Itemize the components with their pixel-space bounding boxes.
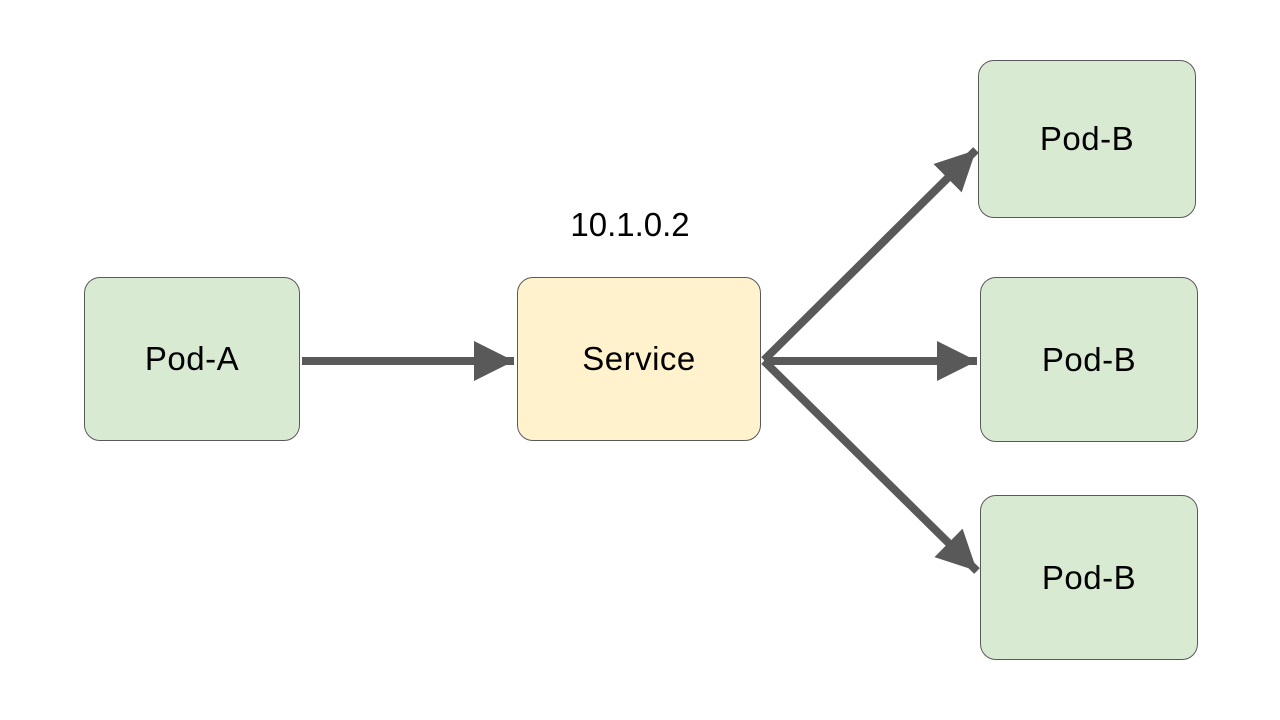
edge-service-to-pod-b-bottom xyxy=(761,358,980,574)
node-pod-b-top: Pod-B xyxy=(978,60,1196,218)
node-pod-a: Pod-A xyxy=(84,277,300,441)
node-pod-b-bottom: Pod-B xyxy=(980,495,1198,660)
node-pod-b-top-label: Pod-B xyxy=(1039,120,1135,157)
node-service: Service xyxy=(517,277,761,441)
service-ip-label: 10.1.0.2 xyxy=(570,206,690,243)
node-service-label: Service xyxy=(582,340,696,377)
node-pod-a-label: Pod-A xyxy=(144,340,240,377)
node-pod-b-middle-label: Pod-B xyxy=(1041,340,1137,378)
node-pod-b-middle: Pod-B xyxy=(980,277,1198,442)
edge-service-to-pod-b-top xyxy=(761,147,979,363)
node-pod-b-bottom-label: Pod-B xyxy=(1041,558,1137,596)
